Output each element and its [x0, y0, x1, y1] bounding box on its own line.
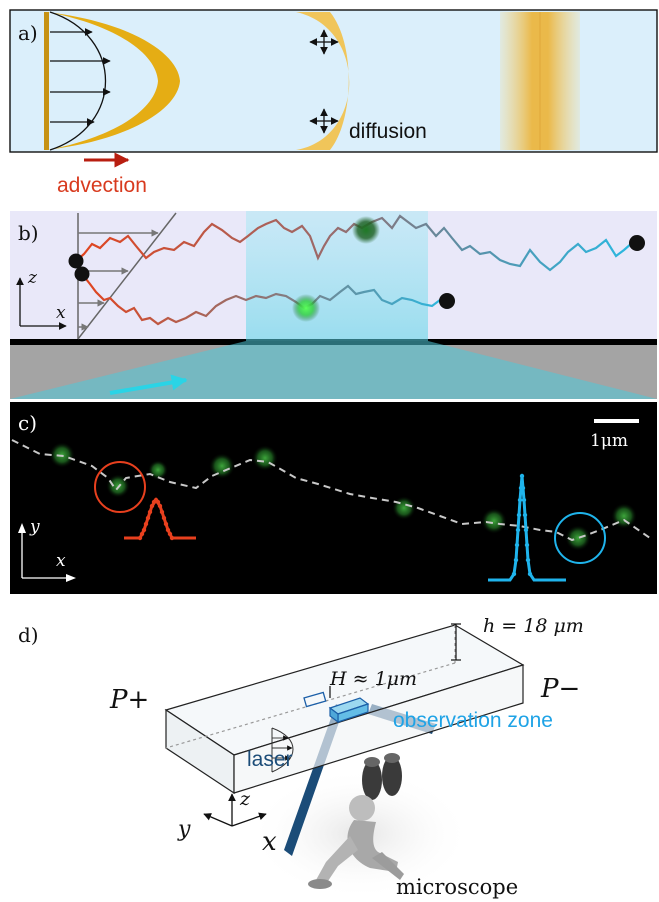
velocity-arrows — [50, 28, 111, 126]
axis-y-d-label: y — [177, 817, 191, 842]
intensity-profile-left — [124, 497, 196, 541]
axis-x-c-label: x — [56, 551, 66, 571]
intensity-profile-right — [488, 473, 566, 582]
detection-circle-right — [554, 512, 606, 564]
scale-bar — [594, 419, 639, 423]
panel-c-label: c) — [18, 411, 37, 435]
injection-wall — [44, 12, 49, 150]
panel-a: a) diffusion advection — [9, 9, 658, 197]
observation-zone-label: observation zone — [393, 709, 553, 732]
fluorescent-particle-dim — [352, 216, 380, 244]
panel-c: c) 1μm — [10, 402, 657, 594]
panel-d: d) h = 18 μm H ≈ 1μm — [18, 615, 584, 900]
velocity-profile — [49, 11, 107, 151]
height-label: h = 18 μm — [483, 615, 584, 637]
trajectory-lower — [81, 273, 447, 326]
plume-front — [46, 12, 180, 150]
laser-arrow — [109, 374, 188, 395]
flow-profile-d — [271, 727, 294, 773]
pressure-outlet-label: P− — [540, 674, 580, 704]
panel-b: b) z x — [10, 211, 657, 399]
axis-x-d-label: x — [262, 827, 277, 857]
advection-label: advection — [57, 174, 147, 197]
axis-z-d-label: z — [239, 788, 251, 810]
H-label: H ≈ 1μm — [329, 668, 417, 690]
scale-bar-label: 1μm — [590, 431, 628, 451]
panel-a-label: a) — [18, 21, 38, 45]
shear-profile — [77, 212, 177, 340]
microscope-label: microscope — [396, 875, 518, 899]
microscopy-image — [10, 402, 657, 594]
axis-z-b-label: z — [27, 268, 38, 288]
microscope-figure — [308, 753, 404, 889]
fluorescent-particle-bright — [292, 294, 320, 322]
diffusion-label: diffusion — [349, 120, 427, 143]
flow-profile-arrows — [272, 735, 293, 761]
pressure-inlet-label: P+ — [109, 685, 149, 715]
axis-y-c-label: y — [29, 517, 40, 537]
diffusion-arrows — [309, 29, 339, 134]
trajectory-upper — [75, 214, 633, 272]
observation-volume — [246, 211, 428, 341]
axis-x-d — [231, 812, 267, 827]
panel-d-label: d) — [18, 623, 39, 647]
detection-circle-left — [94, 461, 146, 513]
particle-start-upper — [68, 253, 84, 269]
particle-start-lower — [74, 266, 90, 282]
observation-slab — [303, 691, 327, 708]
axis-y-d — [203, 813, 233, 827]
trajectory-track — [11, 439, 651, 542]
axis-x-b-label: x — [56, 303, 66, 323]
panel-b-label: b) — [18, 221, 39, 245]
laser-label: laser — [247, 748, 293, 771]
particle-end-lower — [439, 293, 455, 309]
particle-end-upper — [629, 235, 645, 251]
